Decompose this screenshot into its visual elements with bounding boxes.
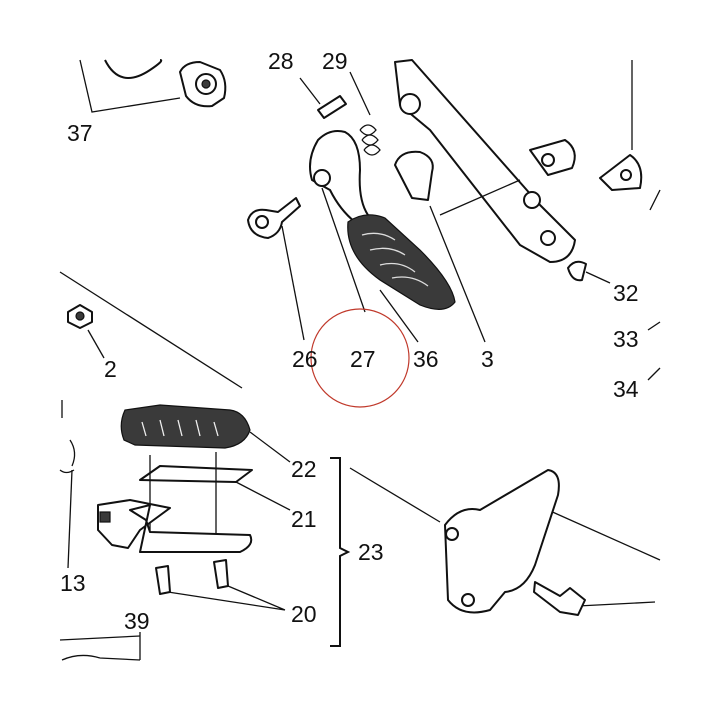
part-26-bolt <box>247 197 305 341</box>
part-3-pin <box>394 150 486 343</box>
part-29-spring <box>349 71 381 156</box>
label-37: 37 <box>67 120 93 146</box>
label-21: 21 <box>291 506 317 532</box>
heel-guard-bracket <box>444 469 586 616</box>
leader-lines-right <box>585 271 661 381</box>
label-28: 28 <box>268 48 294 74</box>
frame-lines <box>59 60 661 641</box>
label-32: 32 <box>613 280 639 306</box>
side-stand-bracket <box>394 59 643 282</box>
label-22: 22 <box>291 456 317 482</box>
label-39: 39 <box>124 608 150 634</box>
part-13-bracket <box>59 400 253 569</box>
label-29: 29 <box>322 48 348 74</box>
part-39 <box>61 632 141 661</box>
label-36: 36 <box>413 346 439 372</box>
label-23: 23 <box>358 539 384 565</box>
part-2-nut <box>67 304 105 359</box>
part-37-fitting <box>79 59 227 113</box>
part-20-screws <box>155 559 286 611</box>
part-27-arm <box>309 130 369 313</box>
label-26: 26 <box>292 346 318 372</box>
part-21-plate <box>139 452 291 540</box>
part-28-pin <box>299 77 347 119</box>
label-13: 13 <box>60 570 86 596</box>
part-23-bracket-brace <box>330 457 351 647</box>
label-2: 2 <box>104 356 117 382</box>
part-36-rubber-peg <box>347 214 456 343</box>
label-27: 27 <box>350 346 376 372</box>
label-33: 33 <box>613 326 639 352</box>
highlight-circle <box>310 308 410 408</box>
label-3: 3 <box>481 346 494 372</box>
part-22-rubber-pad <box>120 404 291 463</box>
label-20: 20 <box>291 601 317 627</box>
label-34: 34 <box>613 376 639 402</box>
